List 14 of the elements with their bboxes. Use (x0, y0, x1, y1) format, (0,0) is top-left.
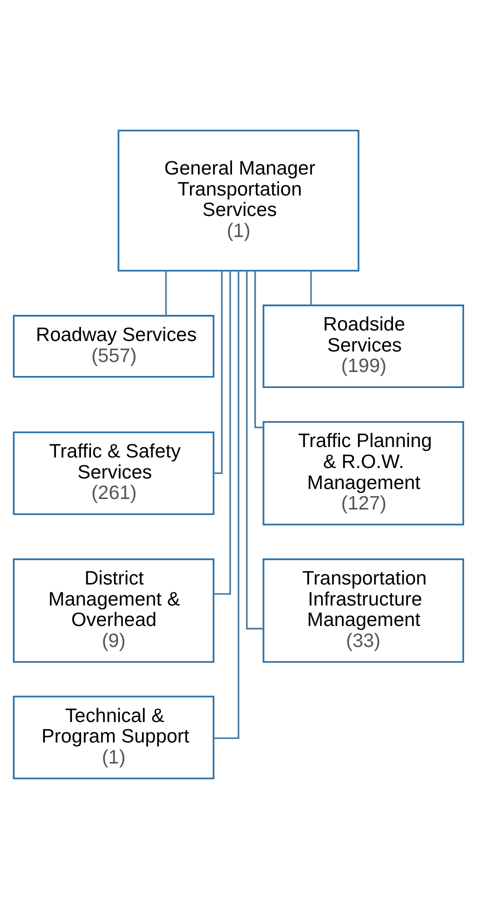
node-box: Roadside Services (199) (262, 304, 464, 388)
node-box: General Manager Transportation Services (1) (118, 130, 360, 272)
connector (254, 271, 264, 428)
node-box: Roadway Services (557) (12, 314, 214, 378)
node-box: Traffic & Safety Services (261) (12, 431, 214, 515)
node-box: District Management & Overhead (9) (12, 558, 214, 663)
connector (246, 270, 264, 630)
node-box: Transportation Infrastructure Management (33) (262, 558, 464, 663)
node-box: Technical & Program Support (1) (12, 696, 214, 780)
connector (214, 270, 240, 740)
node-box: Traffic Planning & R.O.W. Management (127) (262, 421, 464, 526)
connector (214, 270, 223, 474)
connector (310, 270, 312, 306)
connector (165, 270, 167, 316)
